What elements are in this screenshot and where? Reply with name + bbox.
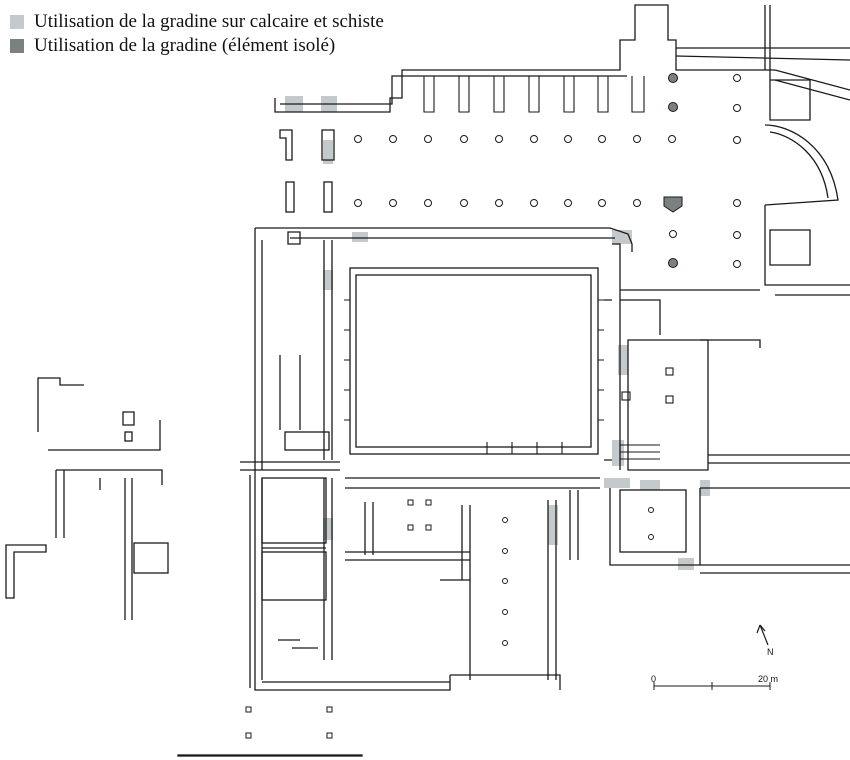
- legend-item-light: Utilisation de la gradine sur calcaire e…: [10, 10, 384, 34]
- nave-piers: [354, 74, 741, 268]
- north-arrow-icon: [756, 624, 769, 646]
- legend-swatch-dark: [10, 39, 24, 53]
- cloister: [344, 267, 604, 455]
- west-range: [240, 228, 340, 691]
- legend-item-dark: Utilisation de la gradine (élément isolé…: [10, 34, 384, 58]
- south-range: [262, 477, 850, 691]
- legend-label-dark: Utilisation de la gradine (élément isolé…: [34, 35, 336, 56]
- church-nave: [255, 4, 850, 296]
- nave-buttresses: [423, 76, 645, 113]
- legend: Utilisation de la gradine sur calcaire e…: [10, 10, 384, 58]
- scale-end-label: 20 m: [758, 674, 778, 684]
- south-markers: [245, 706, 333, 739]
- north-label: N: [767, 647, 774, 657]
- highlight-light-areas: [285, 96, 710, 570]
- highlight-dark-elements: [663, 73, 683, 268]
- legend-swatch-light: [10, 15, 24, 29]
- scale-bar: 0 20 m: [651, 674, 778, 690]
- outlying-structures: [5, 377, 363, 757]
- scale-start-label: 0: [651, 674, 656, 684]
- east-range: [604, 243, 850, 471]
- legend-label-light: Utilisation de la gradine sur calcaire e…: [34, 11, 384, 32]
- room-columns: [407, 499, 654, 646]
- north-arrow: N: [756, 624, 774, 657]
